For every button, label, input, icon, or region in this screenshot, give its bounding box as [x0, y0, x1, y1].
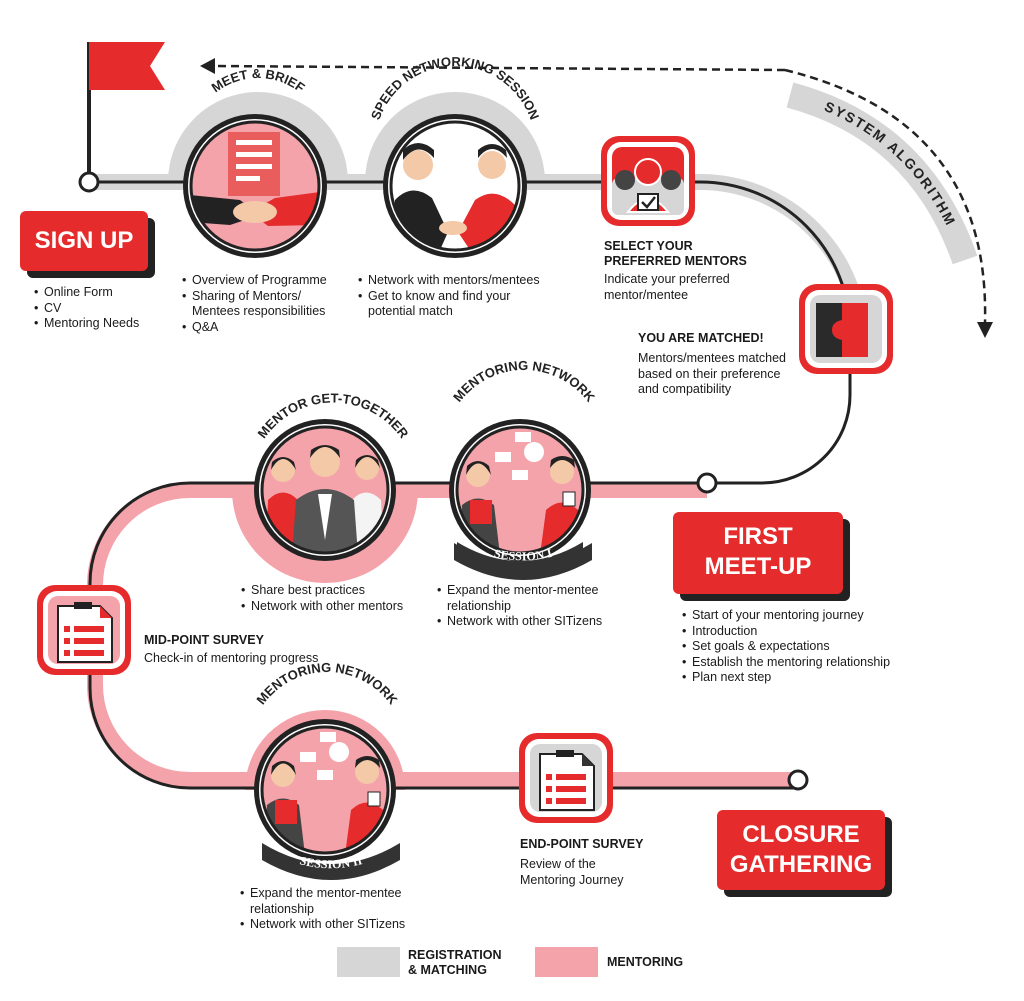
- mentoring-network-2-badge: MENTORING NETWORK SESSION II: [253, 660, 401, 880]
- list-item: Online Form: [34, 285, 174, 301]
- speed-networking-list: Network with mentors/mentees Get to know…: [358, 273, 558, 320]
- list-item: Establish the mentoring relationship: [682, 655, 922, 671]
- legend-mentoring-swatch: [535, 947, 598, 977]
- select-mentors-icon: [601, 136, 695, 226]
- end-point-survey-text: END-POINT SURVEY Review of the Mentoring…: [520, 837, 680, 888]
- mid-point-survey-icon: [37, 585, 131, 675]
- meet-brief-title: MEET & BRIEF: [209, 66, 308, 95]
- list-item: Network with other SITizens: [437, 614, 627, 630]
- end-node: [787, 769, 809, 791]
- list-item: Introduction: [682, 624, 922, 640]
- speed-networking-badge: SPEED NETWORKING SESSION: [368, 54, 542, 258]
- list-item: CV: [34, 301, 174, 317]
- select-mentors-text: SELECT YOUR PREFERRED MENTORS Indicate y…: [604, 239, 794, 303]
- list-item: Network with other SITizens: [240, 917, 430, 933]
- sign-up-list: Online Form CV Mentoring Needs: [34, 285, 174, 332]
- svg-text:SESSION I: SESSION I: [493, 546, 554, 563]
- first-meetup-banner: FIRST MEET-UP: [673, 512, 843, 594]
- start-node: [78, 171, 100, 193]
- mid-point-survey-title: MID-POINT SURVEY: [144, 633, 264, 647]
- legend-registration-label: REGISTRATION & MATCHING: [408, 948, 528, 978]
- select-mentors-desc: Indicate your preferred mentor/mentee: [604, 272, 730, 302]
- list-item: Plan next step: [682, 670, 922, 686]
- session-1-label: SESSION I: [493, 546, 554, 563]
- session-2-label: SESSION II: [298, 853, 363, 871]
- list-item: Overview of Programme: [182, 273, 342, 289]
- closure-title-2: GATHERING: [729, 851, 873, 878]
- matched-title: YOU ARE MATCHED!: [638, 331, 764, 345]
- meet-brief-list: Overview of Programme Sharing of Mentors…: [182, 273, 342, 335]
- legend-registration-line-2: & MATCHING: [408, 963, 487, 977]
- matched-text: YOU ARE MATCHED! Mentors/mentees matched…: [638, 331, 798, 398]
- select-mentors-title-2: PREFERRED MENTORS: [604, 254, 747, 268]
- list-item: Set goals & expectations: [682, 639, 922, 655]
- legend-registration-swatch: [337, 947, 400, 977]
- svg-text:MEET & BRIEF: MEET & BRIEF: [209, 66, 308, 95]
- first-meetup-title-2: MEET-UP: [704, 553, 812, 580]
- sign-up-title: SIGN UP: [34, 227, 134, 254]
- start-flag: [87, 42, 165, 178]
- first-meetup-list: Start of your mentoring journey Introduc…: [682, 608, 922, 686]
- sign-up-banner: SIGN UP: [20, 211, 148, 271]
- svg-text:MENTORING NETWORK: MENTORING NETWORK: [253, 660, 401, 708]
- end-point-survey-title: END-POINT SURVEY: [520, 837, 644, 851]
- mid-point-survey-text: MID-POINT SURVEY Check-in of mentoring p…: [144, 633, 344, 667]
- list-item: Network with other mentors: [241, 599, 421, 615]
- list-item: Share best practices: [241, 583, 421, 599]
- mentoring-network-1-list: Expand the mentor-mentee relationship Ne…: [437, 583, 627, 630]
- closure-title-1: CLOSURE: [742, 821, 860, 848]
- legend-registration-line-1: REGISTRATION: [408, 948, 502, 962]
- mentoring-network-1-badge: MENTORING NETWORK SESSION I: [449, 358, 598, 580]
- meet-brief-badge: MEET & BRIEF: [183, 66, 327, 258]
- list-item: Expand the mentor-mentee relationship: [240, 886, 430, 917]
- mentor-get-together-list: Share best practices Network with other …: [241, 583, 421, 614]
- mentoring-network-1-title: MENTORING NETWORK: [450, 358, 598, 405]
- legend-mentoring-label: MENTORING: [607, 955, 684, 969]
- svg-text:SESSION II: SESSION II: [298, 853, 363, 871]
- list-item: Network with mentors/mentees: [358, 273, 558, 289]
- svg-text:MENTORING NETWORK: MENTORING NETWORK: [450, 358, 598, 405]
- list-item: Get to know and find your potential matc…: [358, 289, 558, 320]
- list-item: Sharing of Mentors/ Mentees responsibili…: [182, 289, 342, 320]
- list-item: Q&A: [182, 320, 342, 336]
- select-mentors-title-1: SELECT YOUR: [604, 239, 693, 253]
- mentoring-network-2-title: MENTORING NETWORK: [253, 660, 401, 708]
- list-item: Start of your mentoring journey: [682, 608, 922, 624]
- list-item: Mentoring Needs: [34, 316, 174, 332]
- match-node: [696, 472, 718, 494]
- first-meetup-title-1: FIRST: [723, 523, 793, 550]
- mentoring-network-2-list: Expand the mentor-mentee relationship Ne…: [240, 886, 430, 933]
- mid-point-survey-desc: Check-in of mentoring progress: [144, 651, 319, 665]
- closure-banner: CLOSURE GATHERING: [717, 810, 885, 890]
- matched-desc: Mentors/mentees matched based on their p…: [638, 351, 786, 396]
- end-point-survey-icon: [519, 733, 613, 823]
- list-item: Expand the mentor-mentee relationship: [437, 583, 627, 614]
- puzzle-icon: [799, 284, 893, 374]
- end-point-survey-desc: Review of the Mentoring Journey: [520, 857, 624, 887]
